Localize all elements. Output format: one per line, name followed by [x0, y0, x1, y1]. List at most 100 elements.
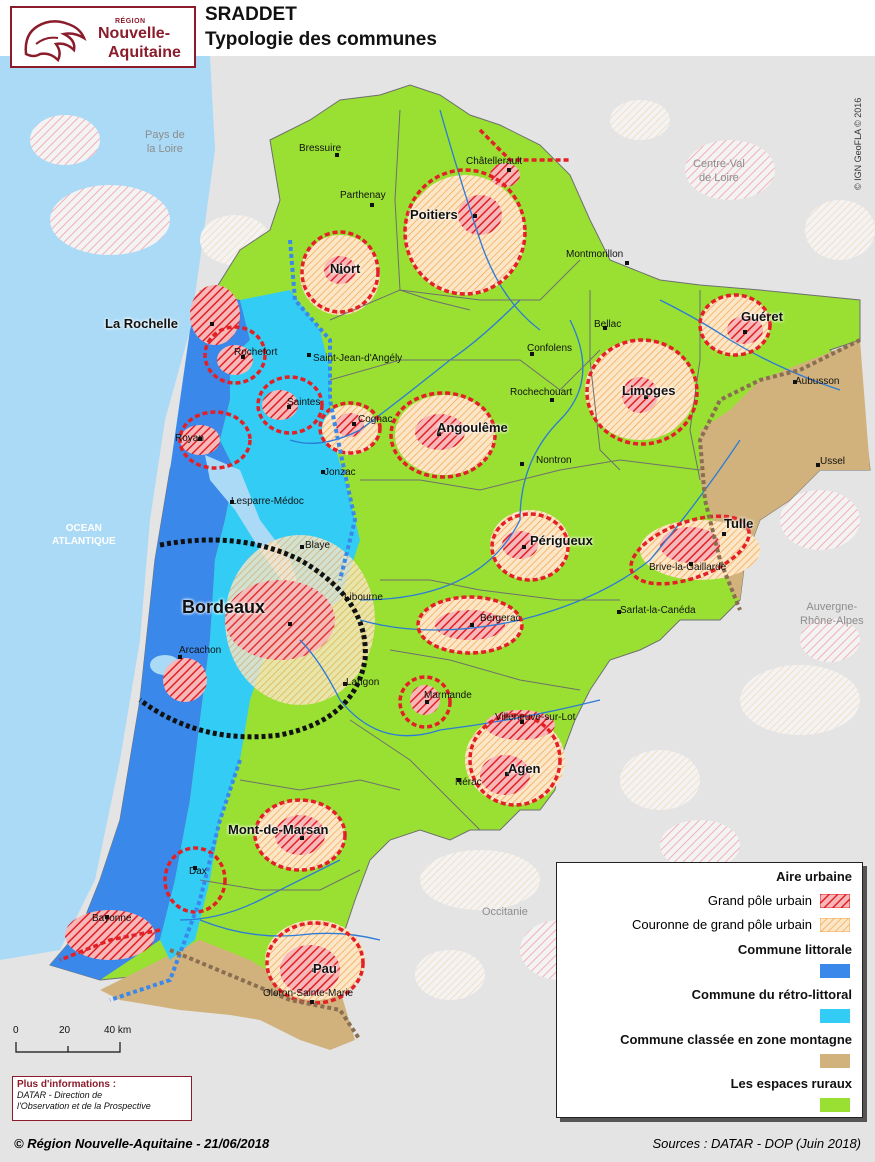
- city-label: Poitiers: [410, 207, 458, 222]
- info-line: DATAR - Direction de: [17, 1090, 103, 1100]
- town-label: Bayonne: [92, 913, 132, 924]
- label-centre-val-de-loire: Centre-Val de Loire: [693, 157, 745, 185]
- legend-label-montagne: Commune classée en zone montagne: [620, 1032, 852, 1047]
- town-label: Bergerac: [480, 613, 521, 624]
- city-label: Agen: [508, 761, 541, 776]
- info-title: Plus d'informations :: [17, 1079, 117, 1090]
- city-label: Tulle: [724, 516, 754, 531]
- legend-swatch-montagne: [820, 1054, 850, 1068]
- map-credit: © IGN GeoFLA © 2016: [853, 97, 863, 190]
- legend-label-retro-littoral: Commune du rétro-littoral: [691, 987, 852, 1002]
- town-label: Confolens: [527, 343, 573, 354]
- legend-label-couronne: Couronne de grand pôle urbain: [632, 917, 812, 932]
- mountain-influence-line: [697, 338, 861, 611]
- scale-tick: 40 km: [104, 1025, 132, 1036]
- ocean: [0, 56, 215, 960]
- info-line: l'Observation et de la Prospective: [17, 1101, 151, 1111]
- town-label: Royan: [175, 433, 204, 444]
- town-label: Libourne: [344, 592, 383, 603]
- coastal-influence-line: [288, 239, 358, 581]
- label-line: Centre-Val: [693, 158, 745, 170]
- town-label: Ussel: [820, 456, 846, 467]
- town-label: Cognac: [358, 414, 393, 425]
- grand-pole-areas: [65, 163, 763, 995]
- footer-sources: Sources : DATAR - DOP (Juin 2018): [652, 1136, 861, 1151]
- town-label: Lesparre-Médoc: [231, 496, 304, 507]
- scale-tick: 0: [13, 1025, 19, 1036]
- label-line: OCEAN: [65, 523, 102, 534]
- logo-name-line1: Nouvelle-: [98, 25, 171, 42]
- town-label: Saint-Jean-d'Angély: [313, 353, 403, 364]
- legend-swatch-couronne: [820, 918, 850, 932]
- city-label: Périgueux: [530, 533, 593, 548]
- bordeaux-metropolis-ring: [138, 537, 368, 740]
- legend-swatch-grand-pole: [820, 894, 850, 908]
- legend-swatch-rural: [820, 1098, 850, 1112]
- city-label: Limoges: [622, 383, 676, 398]
- town-label: Nontron: [536, 455, 572, 466]
- label-ocean: OCEAN ATLANTIQUE: [52, 522, 116, 548]
- footer-copyright: © Région Nouvelle-Aquitaine - 21/06/2018: [14, 1136, 270, 1151]
- label-line: Auvergne-: [806, 601, 858, 613]
- town-label: Bressuire: [299, 143, 342, 154]
- label-line: ATLANTIQUE: [52, 536, 116, 547]
- town-label: Marmande: [424, 690, 472, 701]
- town-label: Sarlat-la-Canéda: [620, 605, 696, 616]
- mountain-influence-line-south: [169, 948, 362, 1042]
- town-label: Villeneuve-sur-Lot: [495, 712, 576, 723]
- town-label: Rochefort: [234, 347, 278, 358]
- town-label: Saintes: [287, 397, 321, 408]
- city-label: La Rochelle: [105, 316, 178, 331]
- title-line1: SRADDET: [205, 4, 297, 25]
- town-markers: [105, 153, 820, 1004]
- town-label: Dax: [189, 866, 207, 877]
- urban-influence-rings: [59, 128, 772, 1005]
- legend: Aire urbaine Grand pôle urbain Couronne …: [556, 862, 863, 1118]
- town-label: Nérac: [455, 777, 482, 788]
- title-line2: Typologie des communes: [205, 29, 437, 50]
- montagne-pyrenees: [100, 940, 355, 1050]
- label-line: de Loire: [699, 172, 739, 184]
- label-pays-de-la-loire: Pays de la Loire: [145, 128, 185, 156]
- city-label: Guéret: [741, 309, 783, 324]
- town-label: Arcachon: [179, 645, 222, 656]
- info-box: Plus d'informations : DATAR - Direction …: [12, 1076, 192, 1121]
- label-occitanie: Occitanie: [482, 906, 528, 918]
- town-label: Bellac: [594, 319, 622, 330]
- town-label: Parthenay: [340, 190, 386, 201]
- header: RÉGION Nouvelle- Aquitaine SRADDET Typol…: [0, 0, 875, 68]
- town-label: Oloron-Sainte-Marie: [263, 988, 354, 999]
- legend-heading-urban: Aire urbaine: [776, 869, 852, 884]
- scale-bar: [15, 1042, 121, 1053]
- scale-tick: 20: [59, 1025, 71, 1036]
- label-line: Rhône-Alpes: [800, 615, 864, 627]
- town-label: Blaye: [305, 540, 331, 551]
- coastal-influence-line-south: [109, 759, 242, 1002]
- town-label: Brive-la-Gaillarde: [649, 562, 727, 573]
- lion-logo-icon: [24, 20, 87, 63]
- city-label: Niort: [330, 261, 361, 276]
- department-borders: [199, 109, 701, 891]
- capital-label: Bordeaux: [182, 597, 266, 617]
- rivers: [179, 109, 841, 941]
- city-label: Mont-de-Marsan: [228, 822, 329, 837]
- city-label: Angoulême: [437, 420, 508, 435]
- legend-swatch-littorale: [820, 964, 850, 978]
- town-label: Jonzac: [324, 467, 356, 478]
- town-label: Aubusson: [795, 376, 840, 387]
- town-label: Châtellerault: [466, 156, 523, 167]
- logo-name-line2: Aquitaine: [108, 44, 181, 61]
- legend-label-rural: Les espaces ruraux: [730, 1076, 852, 1091]
- town-label: Langon: [346, 677, 380, 688]
- label-auvergne-rhone-alpes: Auvergne- Rhône-Alpes: [800, 600, 864, 628]
- label-line: la Loire: [146, 143, 183, 155]
- region-logo: RÉGION Nouvelle- Aquitaine: [10, 6, 196, 68]
- city-label: Pau: [313, 961, 337, 976]
- label-line: Pays de: [145, 129, 185, 141]
- town-label: Montmorillon: [566, 249, 624, 260]
- legend-swatch-retro-littoral: [820, 1009, 850, 1023]
- logo-region-text: RÉGION: [115, 18, 146, 25]
- legend-label-grand-pole: Grand pôle urbain: [707, 893, 812, 908]
- town-label: Rochechouart: [510, 387, 573, 398]
